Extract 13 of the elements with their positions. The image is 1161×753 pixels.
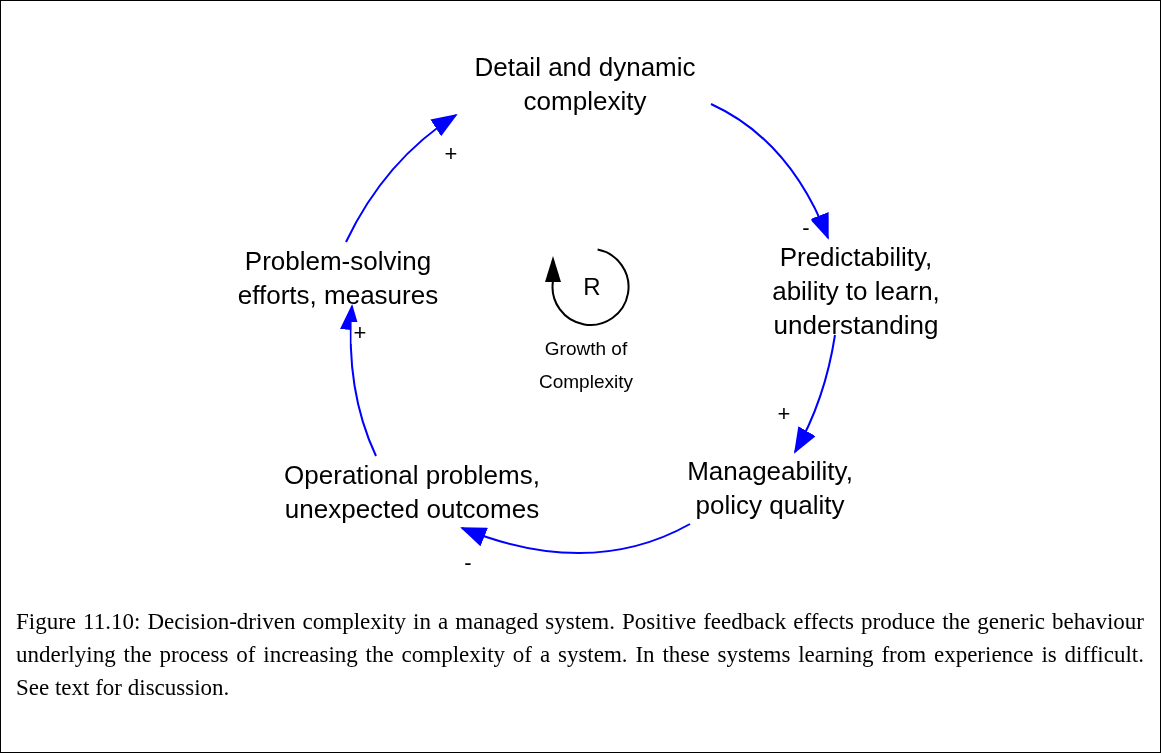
figure-caption: Figure 11.10: Decision-driven complexity in a managed system. Positive feedback effects produce the generic behaviour underlying the process of increasing the complexity of a system. In these systems learning from experience is difficult. See text for discussion. xyxy=(16,608,1144,702)
variable-label: Manageability, policy quality xyxy=(664,452,876,524)
causal-link-arrow xyxy=(794,334,836,454)
causal-link-arrow xyxy=(345,113,458,243)
loop-caption: Growth of Complexity xyxy=(538,337,634,394)
loop-label: R xyxy=(580,270,604,304)
causal-link-arrow xyxy=(710,103,829,240)
variable-label: Predictability, ability to learn, understanding xyxy=(737,238,975,344)
variable-label: Problem-solving efforts, measures xyxy=(214,242,462,314)
variable-label: Detail and dynamic complexity xyxy=(444,48,726,120)
variable-label: Operational problems, unexpected outcomes xyxy=(251,456,573,528)
causal-link-arrow xyxy=(340,304,377,457)
causal-link-arrow xyxy=(460,523,691,554)
